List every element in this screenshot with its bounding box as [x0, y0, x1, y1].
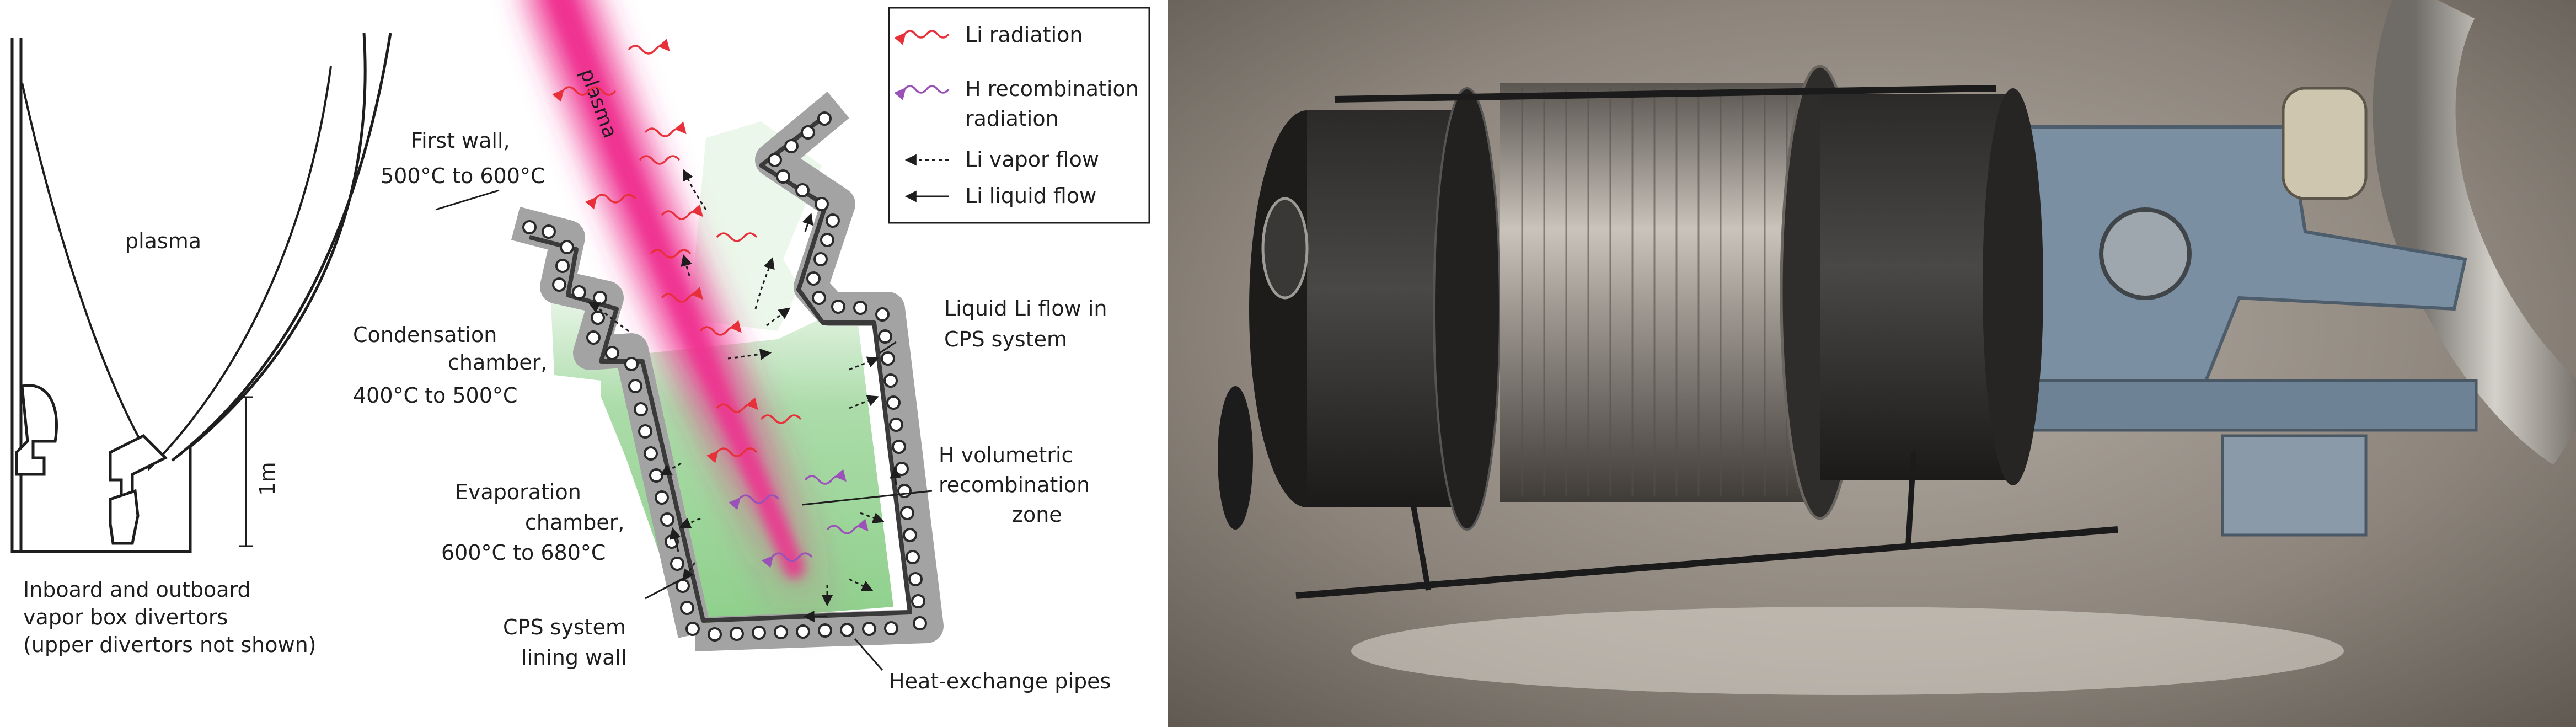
photo-sensor-cylinder	[2282, 87, 2368, 200]
frame-arm-lower	[2006, 379, 2478, 432]
photo-coil-windings	[1521, 88, 1788, 496]
caption-line-3: (upper divertors not shown)	[23, 633, 316, 657]
liquid-flow-label-1: Liquid Li flow in	[944, 296, 1107, 320]
condensation-label-3: 400°C to 500°C	[353, 383, 517, 408]
legend-li-radiation-symbol	[894, 30, 950, 45]
left-panel: 1m plasma Inboard and outboard vapor box…	[10, 33, 392, 657]
legend-li-radiation-label: Li radiation	[965, 23, 1083, 47]
photo-hanging-plate	[1218, 386, 1253, 530]
middle-panel: plasma	[353, 0, 1150, 693]
photo-front-flange	[1433, 87, 1501, 531]
left-plasma-label: plasma	[125, 229, 201, 253]
caption-line-1: Inboard and outboard	[23, 578, 251, 602]
photo-floor-glare	[1351, 607, 2344, 695]
outboard-divertor	[109, 434, 168, 498]
liquid-flow-label-2: CPS system	[944, 327, 1067, 351]
h-zone-label-3: zone	[1012, 503, 1062, 527]
caption-line-2: vapor box divertors	[23, 605, 228, 629]
h-radiation-waves	[729, 469, 869, 568]
evaporation-label-3: 600°C to 680°C	[441, 541, 606, 565]
cps-lining-label-1: CPS system	[503, 615, 626, 639]
condensation-label-2: chamber,	[448, 350, 547, 375]
h-zone-label-1: H volumetric	[939, 443, 1073, 467]
plasma-beam-core	[550, 0, 805, 579]
h-zone-label-2: recombination	[939, 473, 1090, 497]
photo-rear-flange	[1983, 88, 2043, 485]
legend-box	[888, 7, 1150, 224]
evaporation-label-1: Evaporation	[455, 480, 581, 504]
photo-gear-wheel	[2099, 207, 2192, 300]
legend-vapor-flow-label: Li vapor flow	[965, 147, 1099, 172]
frame-block	[2221, 434, 2368, 537]
evaporation-label-2: chamber,	[525, 510, 624, 534]
photo-top-rod	[1334, 85, 1997, 103]
inboard-divertor	[15, 384, 58, 476]
liquid-flow-wall-arrows	[669, 213, 902, 623]
plasma-boundary	[21, 66, 332, 471]
vessel-inner-wall	[10, 33, 367, 553]
li-radiation-waves	[552, 39, 802, 463]
device-photograph	[1168, 0, 2576, 727]
photo-bottom-rod	[1295, 526, 2118, 599]
scale-bar	[239, 396, 253, 547]
legend-h-radiation-symbol	[894, 85, 950, 100]
heat-exchange-pipes	[522, 111, 927, 642]
first-wall-label-2: 500°C to 600°C	[381, 164, 545, 188]
outboard-divertor-leg	[109, 489, 140, 545]
photo-copper-coil	[1500, 83, 1814, 502]
first-wall-label-1: First wall,	[411, 129, 510, 153]
legend: Li radiation H recombination radiation L…	[888, 7, 1150, 224]
vessel-outer-curve	[171, 33, 392, 462]
legend-h-radiation-label-1: H recombination	[965, 77, 1139, 101]
heat-pipes-label: Heat-exchange pipes	[889, 669, 1111, 693]
legend-h-radiation-label-2: radiation	[965, 106, 1059, 131]
legend-liquid-flow-label: Li liquid flow	[965, 184, 1096, 208]
photo-strut	[1409, 452, 1916, 591]
photo-end-cap	[1261, 197, 1309, 300]
cps-lining-label-2: lining wall	[521, 645, 627, 670]
leader-lines	[435, 189, 933, 671]
scale-label: 1m	[255, 462, 280, 495]
condensation-label-1: Condensation	[353, 323, 497, 347]
vapor-flow-arrows	[588, 169, 885, 607]
